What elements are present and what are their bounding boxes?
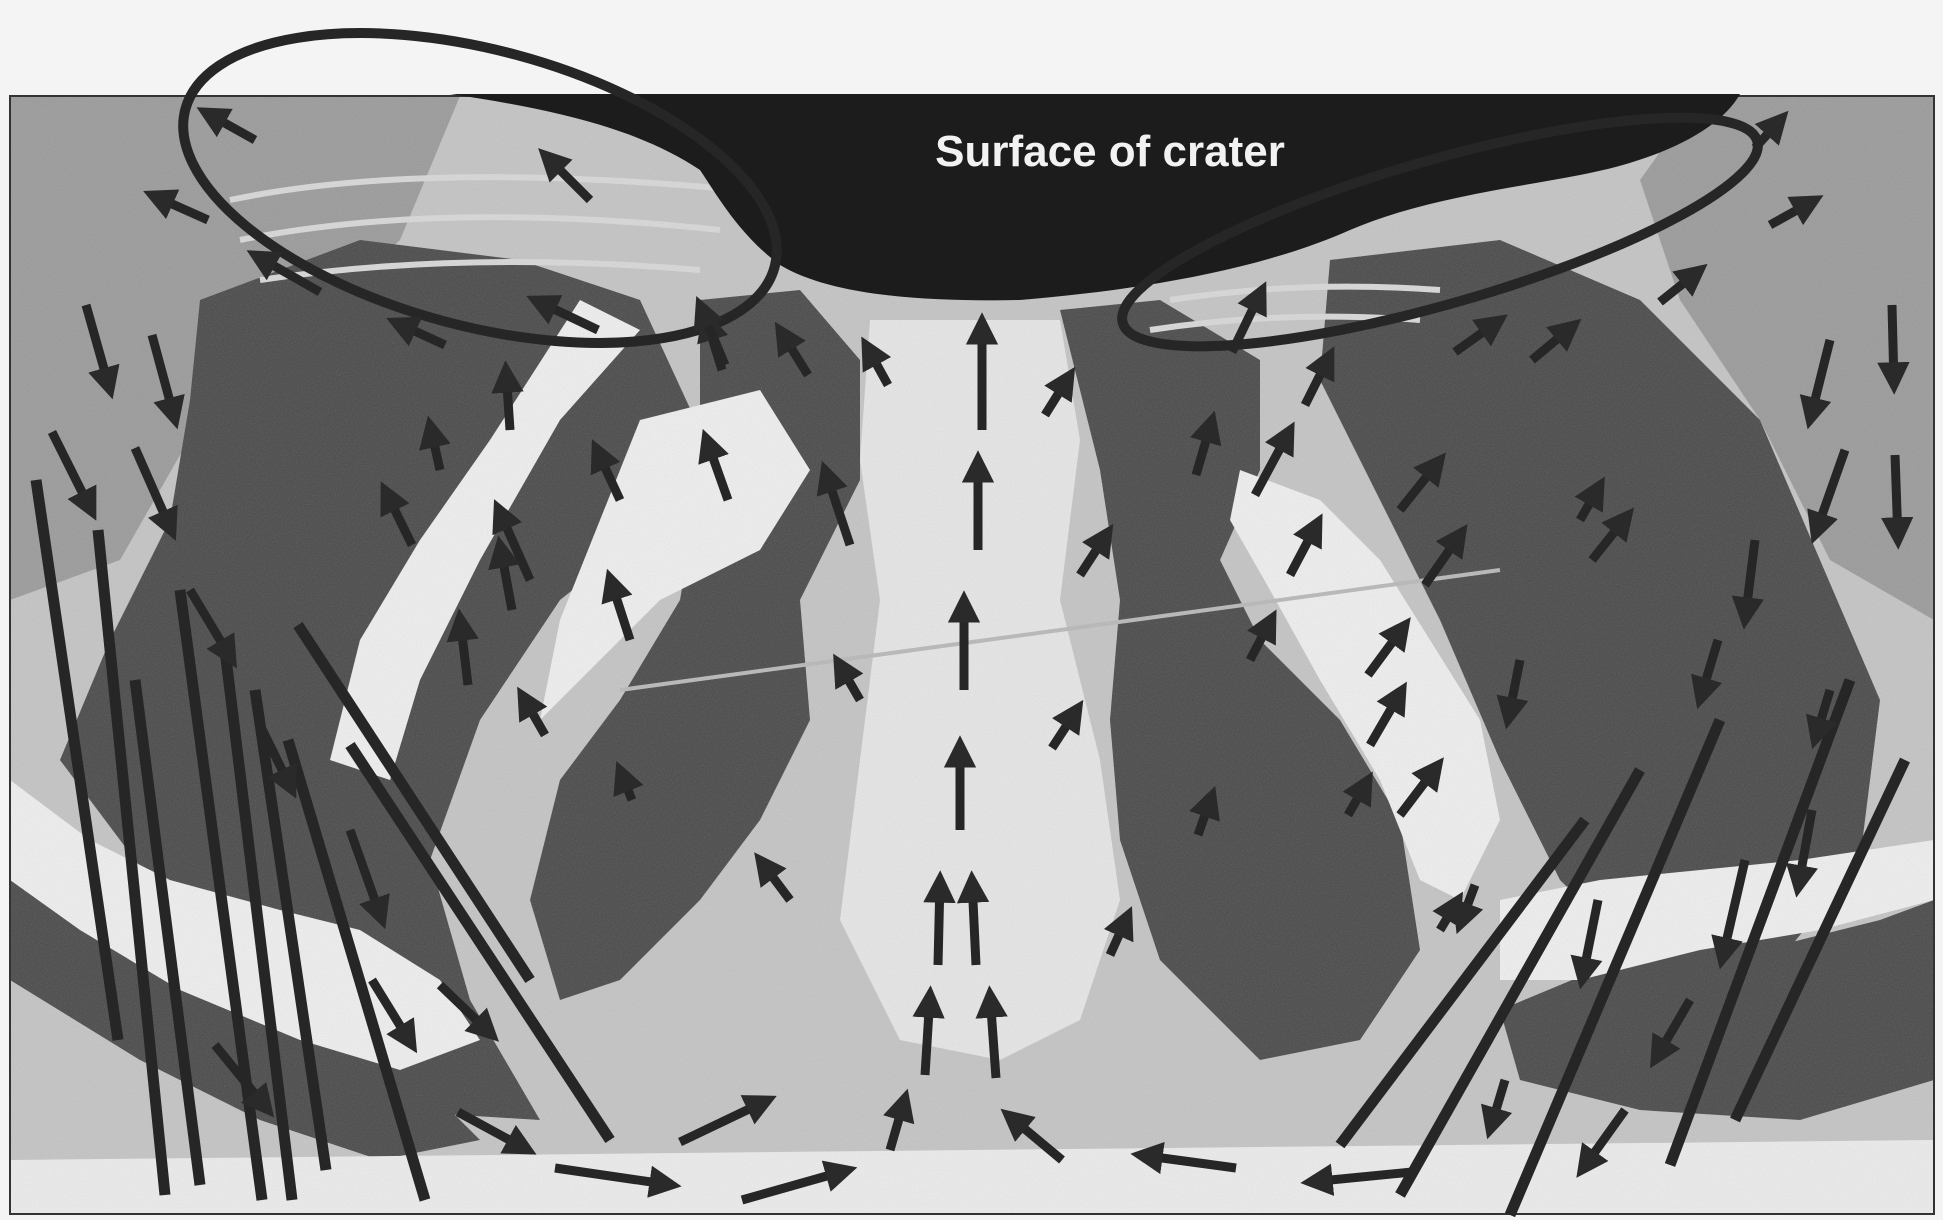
flow-arrow bbox=[972, 880, 976, 965]
flow-arrow bbox=[1895, 455, 1898, 540]
flow-arrow bbox=[1892, 305, 1894, 385]
surface-of-crater-label: Surface of crater bbox=[935, 127, 1285, 176]
flow-arrow bbox=[925, 995, 930, 1075]
flow-arrow bbox=[938, 880, 940, 965]
flow-arrow bbox=[990, 995, 996, 1078]
flow-arrow bbox=[506, 370, 510, 430]
